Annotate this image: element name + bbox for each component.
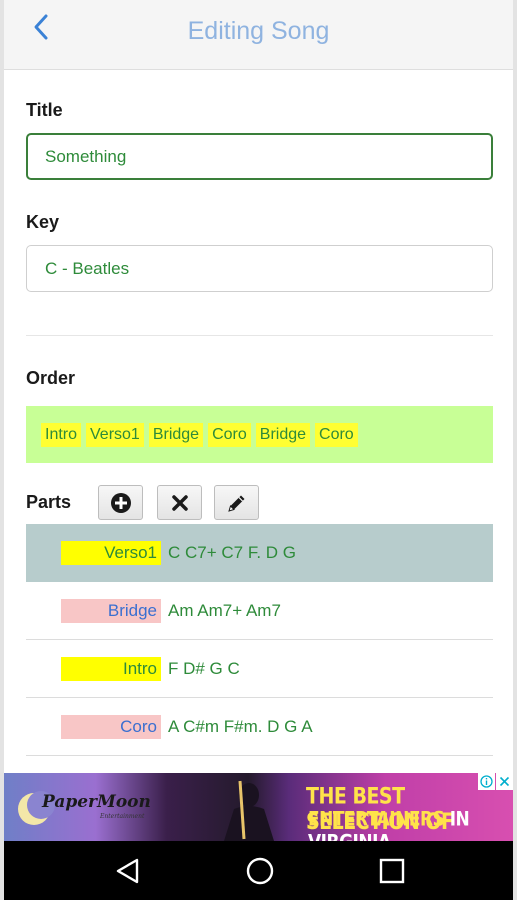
ad-headline-2: ENTERTAINERS IN VIRGINIA xyxy=(308,808,513,841)
ad-headline-2a: ENTERTAINERS xyxy=(308,808,445,831)
title-field[interactable]: Something xyxy=(26,133,493,180)
part-name: Coro xyxy=(61,715,161,739)
part-chords: C C7+ C7 F. D G xyxy=(168,543,297,562)
part-name: Verso1 xyxy=(61,541,161,565)
system-nav-bar xyxy=(4,841,513,900)
order-chip[interactable]: Bridge xyxy=(148,422,204,447)
part-row[interactable]: Coro A C#m F#m. D G A xyxy=(26,698,493,756)
key-field[interactable]: C - Beatles xyxy=(26,245,493,292)
order-chip[interactable]: Coro xyxy=(315,422,358,447)
ad-badges xyxy=(478,773,513,790)
close-icon xyxy=(171,494,188,511)
ad-brand-sub: Entertainment xyxy=(100,813,145,820)
parts-label: Parts xyxy=(26,492,72,512)
part-name: Bridge xyxy=(61,599,161,623)
part-chords: Am Am7+ Am7 xyxy=(168,601,281,620)
order-chip[interactable]: Bridge xyxy=(255,422,311,447)
part-name: Intro xyxy=(61,657,161,681)
order-label: Order xyxy=(26,368,76,388)
ad-headline-2b: IN VIRGINIA xyxy=(308,808,470,841)
app-header: Editing Song xyxy=(4,0,513,70)
part-chords: F D# G C xyxy=(168,659,240,678)
part-row[interactable]: Verso1 C C7+ C7 F. D G xyxy=(26,524,493,582)
order-chip[interactable]: Coro xyxy=(208,422,251,447)
order-strip: Intro Verso1 Bridge Coro Bridge Coro xyxy=(26,406,493,463)
part-row[interactable]: Bridge Am Am7+ Am7 xyxy=(26,582,493,640)
nav-home-icon[interactable] xyxy=(242,854,278,888)
delete-part-button[interactable] xyxy=(157,485,202,520)
ad-brand: PaperMoon xyxy=(42,792,151,812)
part-row[interactable]: Intro F D# G C xyxy=(26,640,493,698)
ad-headline: THE BEST SELECTION OF xyxy=(306,784,454,835)
close-icon[interactable] xyxy=(496,773,513,790)
chevron-left-icon[interactable] xyxy=(28,12,58,42)
pencil-icon xyxy=(227,495,244,512)
performer-silhouette-icon xyxy=(224,780,274,841)
order-chip[interactable]: Intro xyxy=(41,422,82,447)
order-chip[interactable]: Verso1 xyxy=(86,422,144,447)
section-divider xyxy=(26,335,493,336)
edit-part-button[interactable] xyxy=(214,485,259,520)
page-title: Editing Song xyxy=(187,17,330,45)
nav-recents-icon[interactable] xyxy=(374,854,410,888)
ad-banner[interactable]: PaperMoon Entertainment THE BEST SELECTI… xyxy=(4,773,513,841)
info-icon[interactable] xyxy=(478,773,495,790)
key-label: Key xyxy=(26,212,60,232)
part-chords: A C#m F#m. D G A xyxy=(168,717,313,736)
add-part-button[interactable] xyxy=(98,485,143,520)
nav-back-icon[interactable] xyxy=(110,854,146,888)
plus-circle-icon xyxy=(110,492,131,513)
title-label: Title xyxy=(26,100,63,120)
moon-logo-icon xyxy=(18,791,55,825)
